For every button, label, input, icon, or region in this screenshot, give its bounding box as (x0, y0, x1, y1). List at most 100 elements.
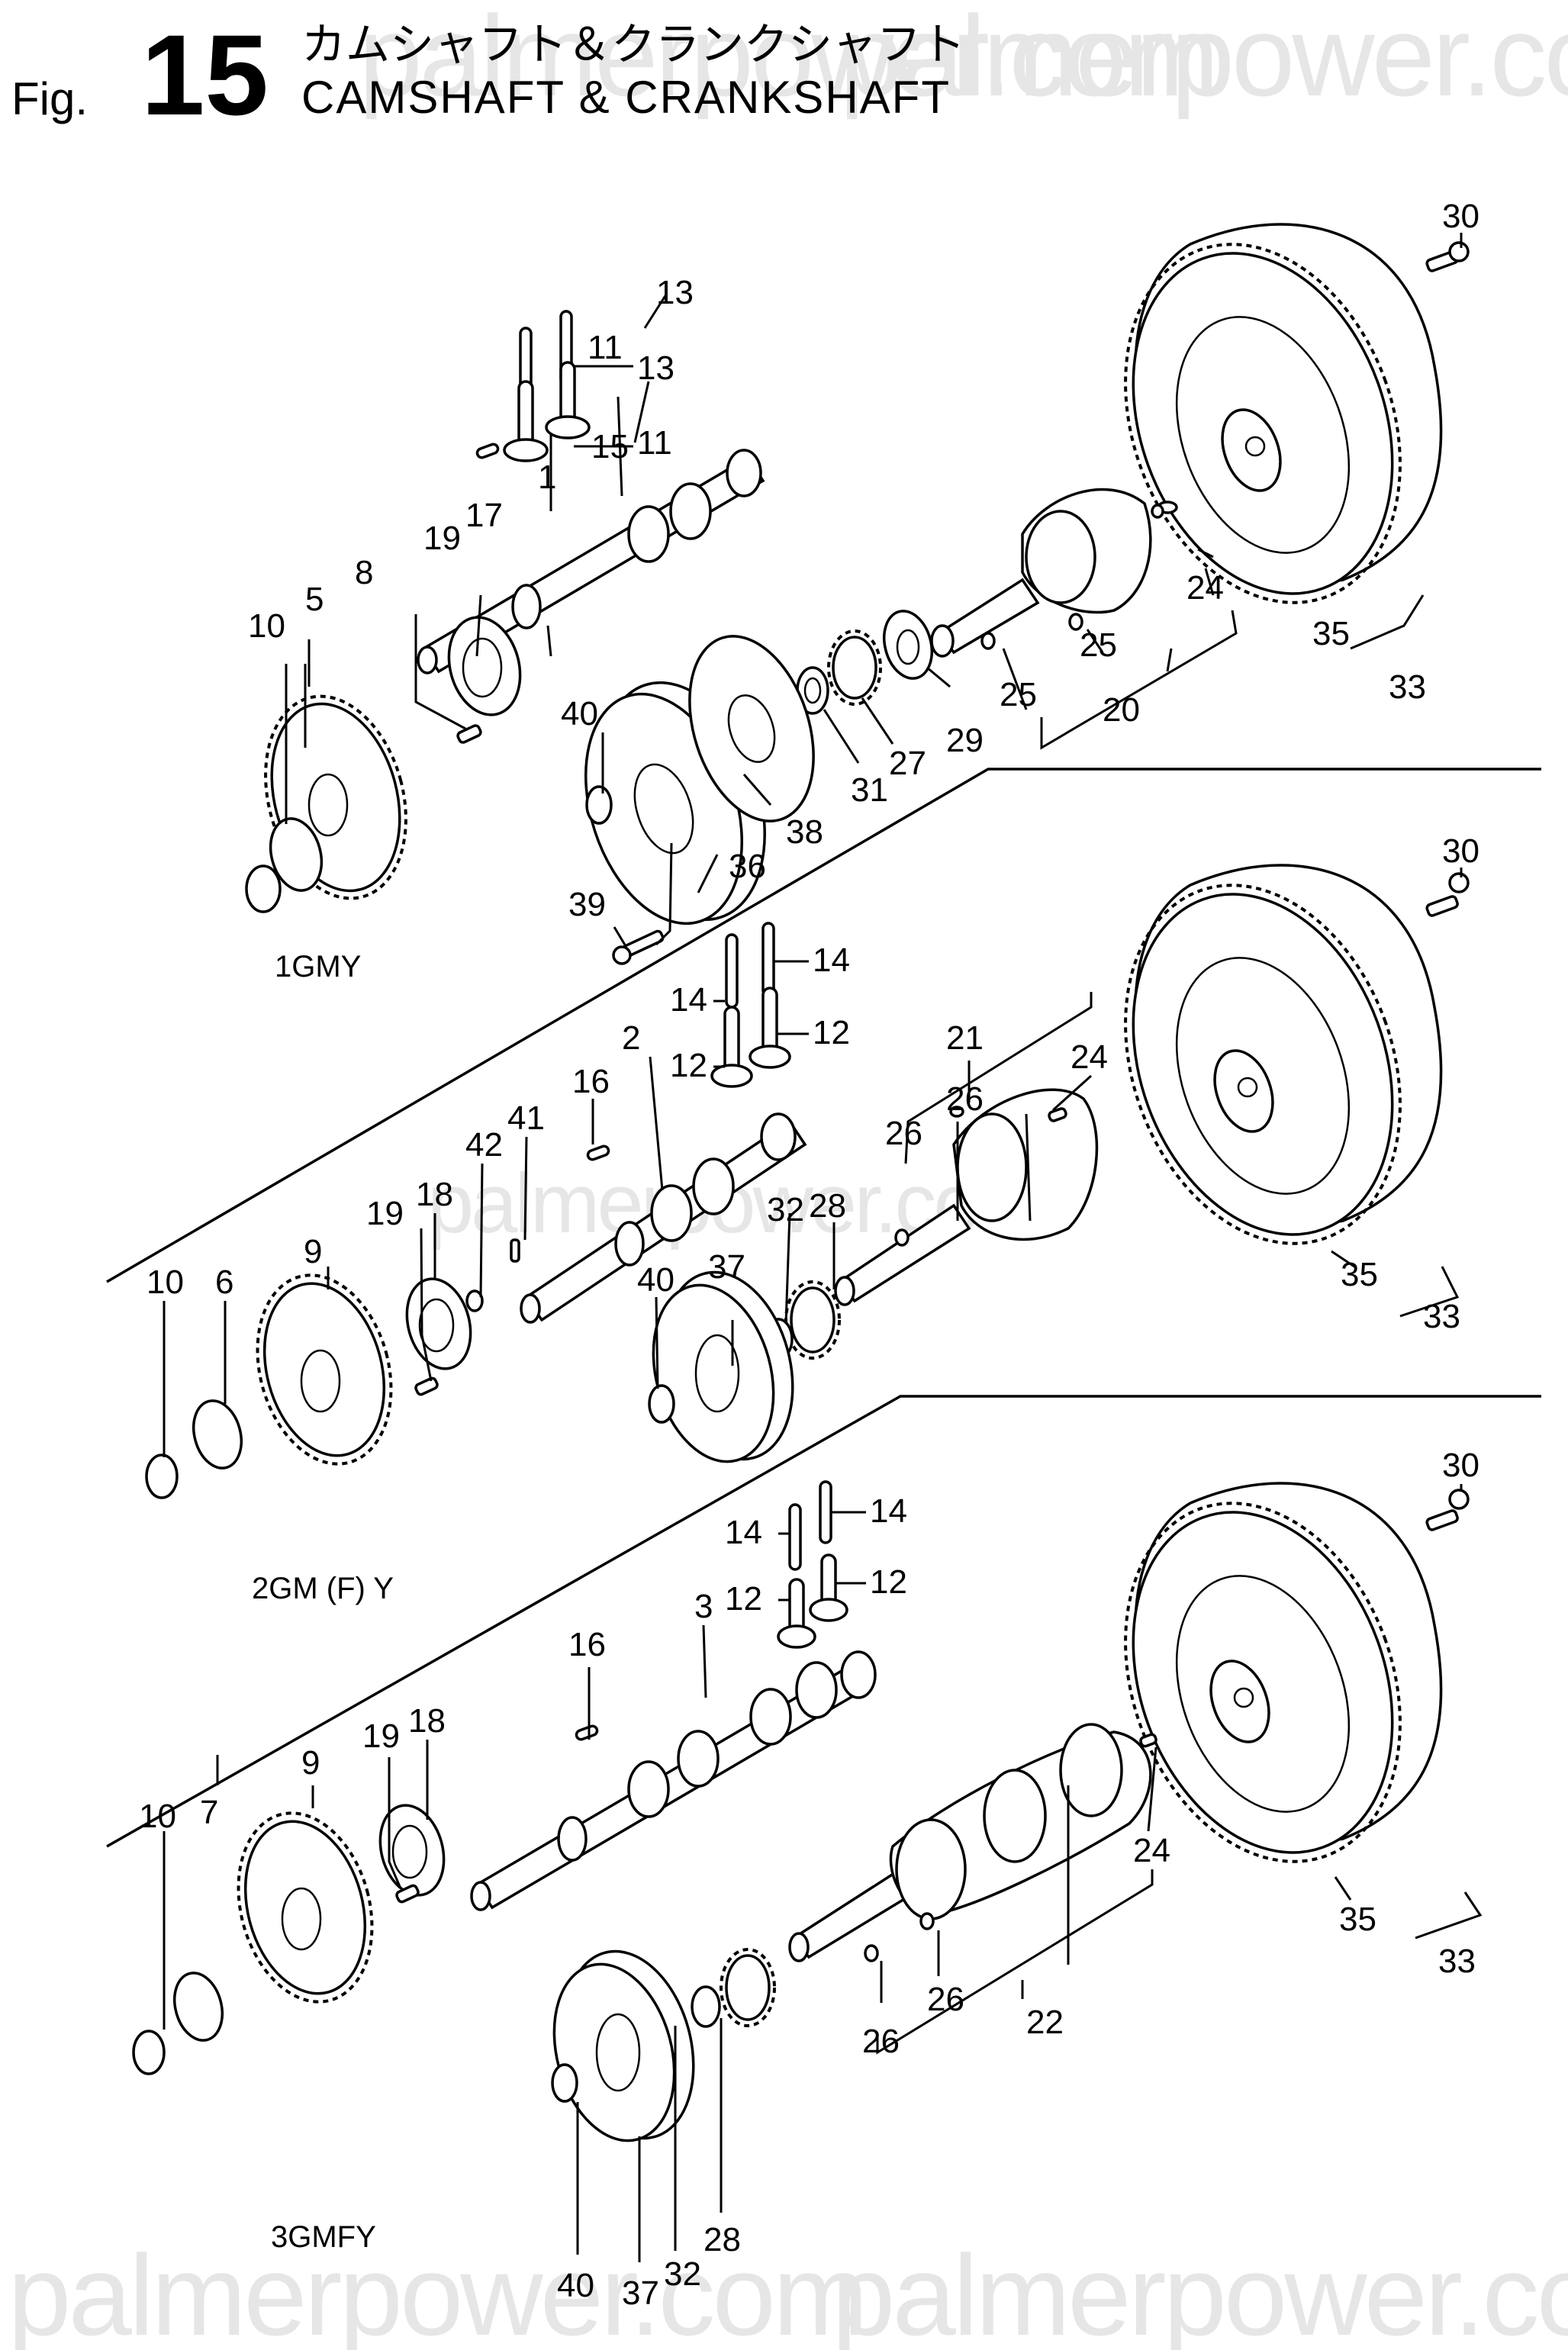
collar-6 (192, 1399, 243, 1470)
callout-5: 5 (305, 581, 324, 618)
bolt-39 (612, 929, 665, 965)
cam-gear-9-3 (237, 1811, 374, 2004)
tappet-12b (761, 987, 778, 1054)
pulley-37-2 (652, 1270, 794, 1463)
fig-prefix: Fig. (11, 73, 88, 124)
tappet-12a (723, 1006, 740, 1074)
callout-29: 29 (946, 722, 984, 759)
push-rod-14b (761, 922, 775, 997)
callout-12: 12 (813, 1014, 850, 1051)
callout-1: 1 (538, 459, 556, 496)
nut-40-3 (551, 2063, 578, 2103)
nut-40-2 (648, 1384, 675, 1424)
screw-19-2 (414, 1376, 439, 1396)
key-25b (1068, 613, 1083, 631)
section-1gmy: 1GMY (245, 198, 1479, 983)
callouts-2: 30 14 14 12 12 21 24 26 26 2 16 41 42 18… (146, 832, 1479, 1335)
collar-7 (173, 1972, 224, 2042)
watermarks: palmerpower.com palmerpower.com palmerpo… (8, 0, 1568, 2350)
separator-2 (106, 1395, 1541, 1848)
callout-19: 19 (362, 1717, 400, 1755)
key-26a (894, 1228, 910, 1247)
key-26b (949, 1106, 964, 1118)
callout-16: 16 (572, 1063, 610, 1100)
callout-21: 21 (946, 1019, 984, 1057)
pin-41 (510, 1238, 520, 1263)
watermark-bottom-right: palmerpower.com (832, 2231, 1568, 2350)
nut-32-3 (691, 1985, 721, 2028)
callout-14: 14 (813, 942, 850, 979)
leader-lines-2 (163, 868, 1463, 1457)
callout-25: 25 (1000, 676, 1037, 713)
callout-33: 33 (1423, 1298, 1460, 1335)
callout-40: 40 (557, 2267, 594, 2304)
figure-header: Fig. 15 カムシャフト＆クランクシャフト CAMSHAFT & CRANK… (11, 11, 965, 139)
callout-27: 27 (889, 745, 926, 782)
callout-25: 25 (1080, 626, 1117, 664)
callout-13: 13 (637, 349, 675, 387)
pin-24-1 (1151, 504, 1164, 519)
callout-30: 30 (1442, 1447, 1479, 1484)
nut-10-1 (245, 864, 282, 913)
callout-14: 14 (870, 1492, 907, 1530)
separator-1 (106, 768, 1541, 1283)
callout-17: 17 (465, 497, 503, 534)
section-3gmfy: 3GMFY (132, 1447, 1483, 2312)
crankshaft-1 (930, 488, 1178, 658)
crankshaft-2 (834, 1088, 1099, 1306)
bearing-18-2 (405, 1277, 472, 1370)
callout-33: 33 (1438, 1943, 1476, 1980)
tappet-11a (517, 380, 534, 448)
callout-30: 30 (1442, 832, 1479, 870)
washer-29 (883, 610, 933, 680)
camshaft-2 (520, 1112, 807, 1324)
callout-10: 10 (146, 1264, 184, 1301)
callout-33: 33 (1389, 668, 1426, 706)
callout-9: 9 (304, 1233, 322, 1270)
callout-24: 24 (1071, 1038, 1108, 1076)
camshaft-1 (417, 449, 765, 674)
callout-28: 28 (809, 1187, 846, 1225)
crank-gear-28-2 (790, 1286, 836, 1354)
callout-2: 2 (622, 1019, 640, 1057)
nut-40-1 (585, 785, 613, 825)
callout-28: 28 (704, 2221, 741, 2258)
callout-39: 39 (568, 886, 606, 923)
callout-19: 19 (423, 520, 461, 557)
leader-lines-3 (163, 1484, 1483, 2262)
callout-40: 40 (561, 695, 598, 732)
leader-lines-1 (285, 233, 1463, 947)
camshaft-3 (470, 1650, 877, 1911)
callout-3: 3 (694, 1588, 713, 1625)
gear-27 (832, 636, 877, 700)
bolt-30-2 (1425, 872, 1470, 917)
bearing-18-3 (378, 1804, 446, 1897)
callout-26: 26 (927, 1981, 964, 2018)
callout-40: 40 (637, 1261, 675, 1299)
nut-10-3 (132, 2030, 166, 2075)
pulley-37-3 (552, 1949, 695, 2142)
title-english: CAMSHAFT & CRANKSHAFT (301, 72, 951, 123)
pin-24-3 (1139, 1733, 1157, 1748)
crankshaft-3 (788, 1723, 1157, 1962)
callout-11: 11 (588, 329, 623, 366)
key-26c (864, 1944, 879, 1962)
callout-32: 32 (664, 2255, 701, 2293)
callouts-3: 30 14 14 12 12 3 16 18 19 9 7 10 24 35 3… (139, 1447, 1479, 2312)
callout-24: 24 (1133, 1832, 1170, 1869)
fig-number: 15 (141, 11, 269, 139)
callout-12: 12 (725, 1580, 762, 1618)
callout-36: 36 (729, 848, 766, 885)
callout-14: 14 (670, 981, 707, 1019)
callout-13: 13 (656, 274, 694, 311)
callout-31: 31 (851, 771, 888, 809)
callout-37: 37 (622, 2274, 659, 2312)
flywheel-1 (1124, 223, 1443, 604)
section-2gmfy: 2GM (F) Y (145, 832, 1479, 1605)
callout-18: 18 (416, 1176, 453, 1213)
callout-18: 18 (408, 1702, 446, 1740)
callout-11: 11 (637, 424, 672, 462)
nut-10-2 (145, 1453, 179, 1499)
callout-35: 35 (1312, 615, 1350, 652)
